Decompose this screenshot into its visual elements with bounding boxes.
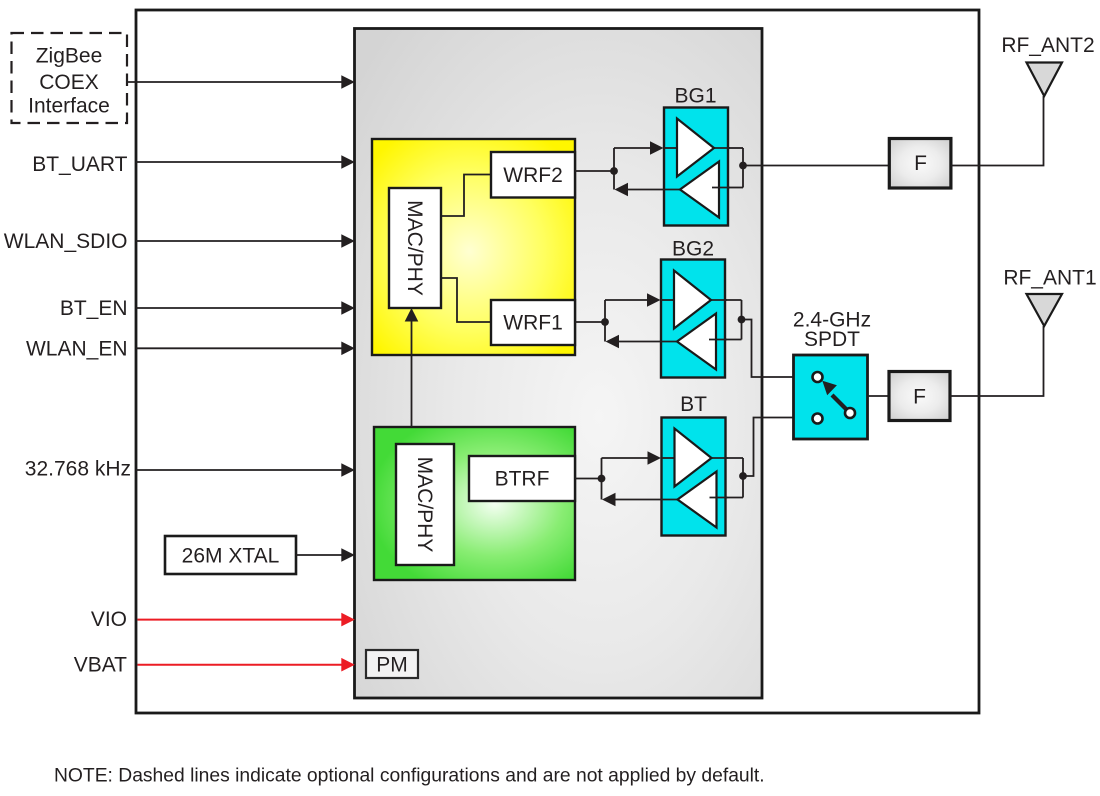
svg-text:BG1: BG1 (674, 85, 716, 108)
svg-text:VBAT: VBAT (74, 654, 127, 677)
svg-text:NOTE: Dashed lines indicate op: NOTE: Dashed lines indicate optional con… (54, 766, 765, 787)
svg-text:BT: BT (680, 393, 707, 416)
svg-text:26M XTAL: 26M XTAL (182, 545, 280, 568)
svg-text:MAC/PHY: MAC/PHY (403, 200, 426, 296)
svg-text:MAC/PHY: MAC/PHY (413, 457, 436, 553)
svg-text:WLAN_SDIO: WLAN_SDIO (4, 230, 128, 253)
svg-text:VIO: VIO (91, 608, 127, 631)
svg-text:BT_EN: BT_EN (60, 297, 128, 320)
svg-text:BT_UART: BT_UART (32, 153, 127, 176)
svg-text:BTRF: BTRF (495, 468, 550, 491)
svg-text:SPDT: SPDT (804, 328, 860, 351)
svg-text:WRF2: WRF2 (503, 164, 563, 187)
svg-text:ZigBee: ZigBee (36, 45, 103, 68)
svg-text:WRF1: WRF1 (503, 312, 563, 335)
svg-text:COEX: COEX (39, 71, 99, 94)
svg-text:32.768 kHz: 32.768 kHz (25, 458, 131, 481)
svg-text:2.4-GHz: 2.4-GHz (793, 309, 871, 332)
svg-text:RF_ANT1: RF_ANT1 (1003, 267, 1096, 290)
svg-text:F: F (913, 386, 926, 409)
svg-text:WLAN_EN: WLAN_EN (26, 338, 128, 361)
svg-text:RF_ANT2: RF_ANT2 (1001, 34, 1094, 57)
svg-text:PM: PM (376, 654, 408, 677)
svg-text:BG2: BG2 (672, 238, 714, 261)
svg-text:Interface: Interface (28, 95, 110, 118)
svg-text:F: F (914, 152, 927, 175)
